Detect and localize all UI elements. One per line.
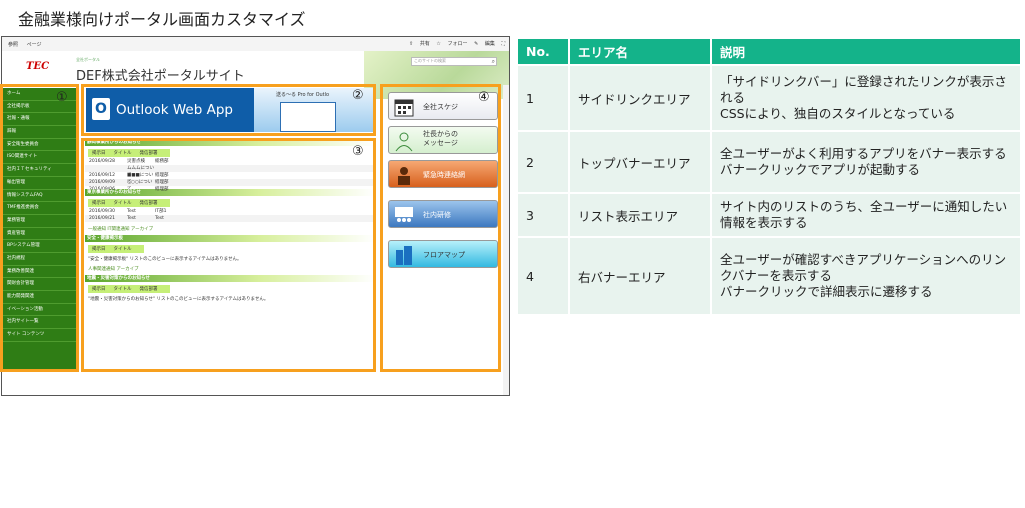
sidebar-item[interactable]: 辞報 [3, 126, 79, 139]
sidebar-item[interactable]: 能力開発関連 [3, 291, 79, 304]
list-header-disaster[interactable]: 地震・災害対策からのお知らせ [85, 275, 375, 282]
list-columns: 掲示日タイトル発信部署 [88, 285, 170, 293]
sidebar-item[interactable]: 全社掲示板 [3, 101, 79, 114]
sidebar-item[interactable]: 輸出管理 [3, 177, 79, 190]
empty-message: "地震・災害対策からのお知らせ" リストのこのビューに表示するアイテムはありませ… [88, 297, 269, 302]
sidebar-item[interactable]: サイト コンテンツ [3, 329, 79, 342]
list-header-safety[interactable]: 安全・健康掲示板 [85, 235, 375, 242]
company-logo[interactable]: TEC [26, 61, 50, 72]
emergency-person-icon [398, 167, 410, 185]
callout-number-2: ② [352, 88, 364, 103]
table-row: 1 サイドリンクエリア 「サイドリンクバー」に登録されたリンクが表示される CS… [518, 66, 1020, 130]
president-message-banner[interactable]: 社長からの メッセージ [388, 126, 498, 154]
sidebar-item[interactable]: 情報システムFAQ [3, 190, 79, 203]
outlook-banner[interactable]: O Outlook Web App [86, 88, 254, 132]
table-row: 2 トップバナーエリア 全ユーザーがよく利用するアプリをバナー表示する バナーク… [518, 132, 1020, 192]
callout-box-topbanner [81, 84, 376, 136]
sidebar-item[interactable]: 社報・通報 [3, 113, 79, 127]
list-columns: 掲示日タイトル発信部署 [88, 199, 170, 207]
scrollbar[interactable] [503, 85, 509, 395]
sidebar-item[interactable]: 業務改善関連 [3, 266, 79, 279]
top-banner-area: O Outlook Web App 送る〜る Pro for Outlo [86, 88, 376, 132]
header-desc: 説明 [712, 39, 1020, 64]
ribbon-bar: 参照 ページ ⇪ 共有 ☆ フォロー ✎ 編集 ⛶ [2, 37, 509, 52]
sidebar-item[interactable]: 業務管理 [3, 215, 79, 228]
site-header: TEC 全社ポータル DEF株式会社ポータルサイト このサイトの検索 ⌕ [2, 51, 509, 99]
sidebar-item[interactable]: 社内サイト一覧 [3, 316, 79, 330]
page-tab[interactable]: ページ [26, 42, 42, 48]
edit-button[interactable]: ✎ 編集 [474, 41, 495, 47]
list-header-tokyo[interactable]: 東京事業所からのお知らせ [85, 189, 375, 196]
callout-box-sidelink [0, 84, 79, 372]
site-breadcrumb[interactable]: 全社ポータル [76, 57, 100, 62]
classroom-icon [395, 207, 413, 222]
search-icon[interactable]: ⌕ [491, 58, 495, 65]
search-input[interactable]: このサイトの検索 ⌕ [411, 57, 497, 66]
training-banner[interactable]: 社内研修 [388, 200, 498, 228]
empty-message: "安全・健康掲示板" リストのこのビューに表示するアイテムはありません。 [88, 257, 242, 262]
browse-tab[interactable]: 参照 [8, 42, 19, 48]
focus-icon[interactable]: ⛶ [501, 41, 505, 47]
callout-number-3: ③ [352, 144, 364, 159]
send-pro-label: 送る〜る Pro for Outlo [276, 92, 330, 98]
outlook-icon: O [92, 98, 110, 120]
floor-map-banner[interactable]: フロアマップ [388, 240, 498, 268]
site-title[interactable]: DEF株式会社ポータルサイト [76, 69, 245, 84]
header-area: エリア名 [570, 39, 710, 64]
sidebar-item[interactable]: 関財会計管理 [3, 278, 79, 291]
sidebar-item[interactable]: TMF推進委員会 [3, 202, 79, 215]
list-header-shizuoka[interactable]: 静岡事業所からのお知らせ [85, 139, 375, 146]
company-schedule-banner[interactable]: 全社スケジ [388, 92, 498, 120]
follow-button[interactable]: ☆ フォロー [436, 41, 468, 47]
list-columns: 掲示日タイトル [88, 245, 144, 253]
calendar-icon [394, 99, 414, 117]
sidebar-item[interactable]: ホーム [3, 88, 79, 101]
sidebar-item[interactable]: 資産管理 [3, 228, 79, 241]
callout-number-4: ④ [478, 90, 490, 105]
emergency-contact-banner[interactable]: 緊急時連絡網 [388, 160, 498, 188]
callout-number-1: ① [56, 90, 68, 105]
side-link-bar: ホーム 全社掲示板 社報・通報 辞報 安全衛生委員会 ISO関連サイト 社内ＩＴ… [3, 88, 79, 370]
sidebar-item[interactable]: 社内ＩＴセキュリティ [3, 164, 79, 177]
list-columns: 掲示日タイトル発信部署 [88, 149, 170, 157]
sidebar-item[interactable]: ISO関連サイト [3, 151, 79, 165]
callout-box-rightbanner [380, 84, 501, 372]
callout-box-list [81, 138, 376, 372]
notice-links[interactable]: 一般通知 IT関連通知 アーカイブ [88, 227, 154, 232]
sidebar-item[interactable]: BPシステム管理 [3, 240, 79, 253]
area-table: No. エリア名 説明 1 サイドリンクエリア 「サイドリンクバー」に登録された… [516, 37, 1022, 316]
table-row: 4 右バナーエリア 全ユーザーが確認すべきアプリケーションへのリンクバナーを表示… [518, 238, 1020, 314]
outlook-banner-label: Outlook Web App [116, 102, 233, 118]
sidebar-item[interactable]: イベーション活動 [3, 304, 79, 317]
page-title: 金融業様向けポータル画面カスタマイズ [18, 10, 306, 29]
hr-notice-links[interactable]: 人事関連通知 アーカイブ [88, 267, 139, 272]
share-button[interactable]: ⇪ 共有 [409, 41, 430, 47]
sidebar-item[interactable]: 安全衛生委員会 [3, 139, 79, 152]
table-row[interactable]: 2016/09/12ムムムについて経理部 [85, 165, 375, 178]
sidebar-item[interactable]: 社内規程 [3, 253, 79, 266]
portal-screenshot: 参照 ページ ⇪ 共有 ☆ フォロー ✎ 編集 ⛶ TEC 全社ポータル DEF… [1, 36, 510, 396]
send-pro-banner[interactable]: 送る〜る Pro for Outlo [254, 88, 376, 132]
table-row: 3 リスト表示エリア サイト内のリストのうち、全ユーザーに通知したい情報を表示す… [518, 194, 1020, 236]
header-no: No. [518, 39, 568, 64]
person-icon [395, 132, 413, 152]
building-icon [396, 246, 412, 265]
devices-icon [280, 102, 336, 132]
